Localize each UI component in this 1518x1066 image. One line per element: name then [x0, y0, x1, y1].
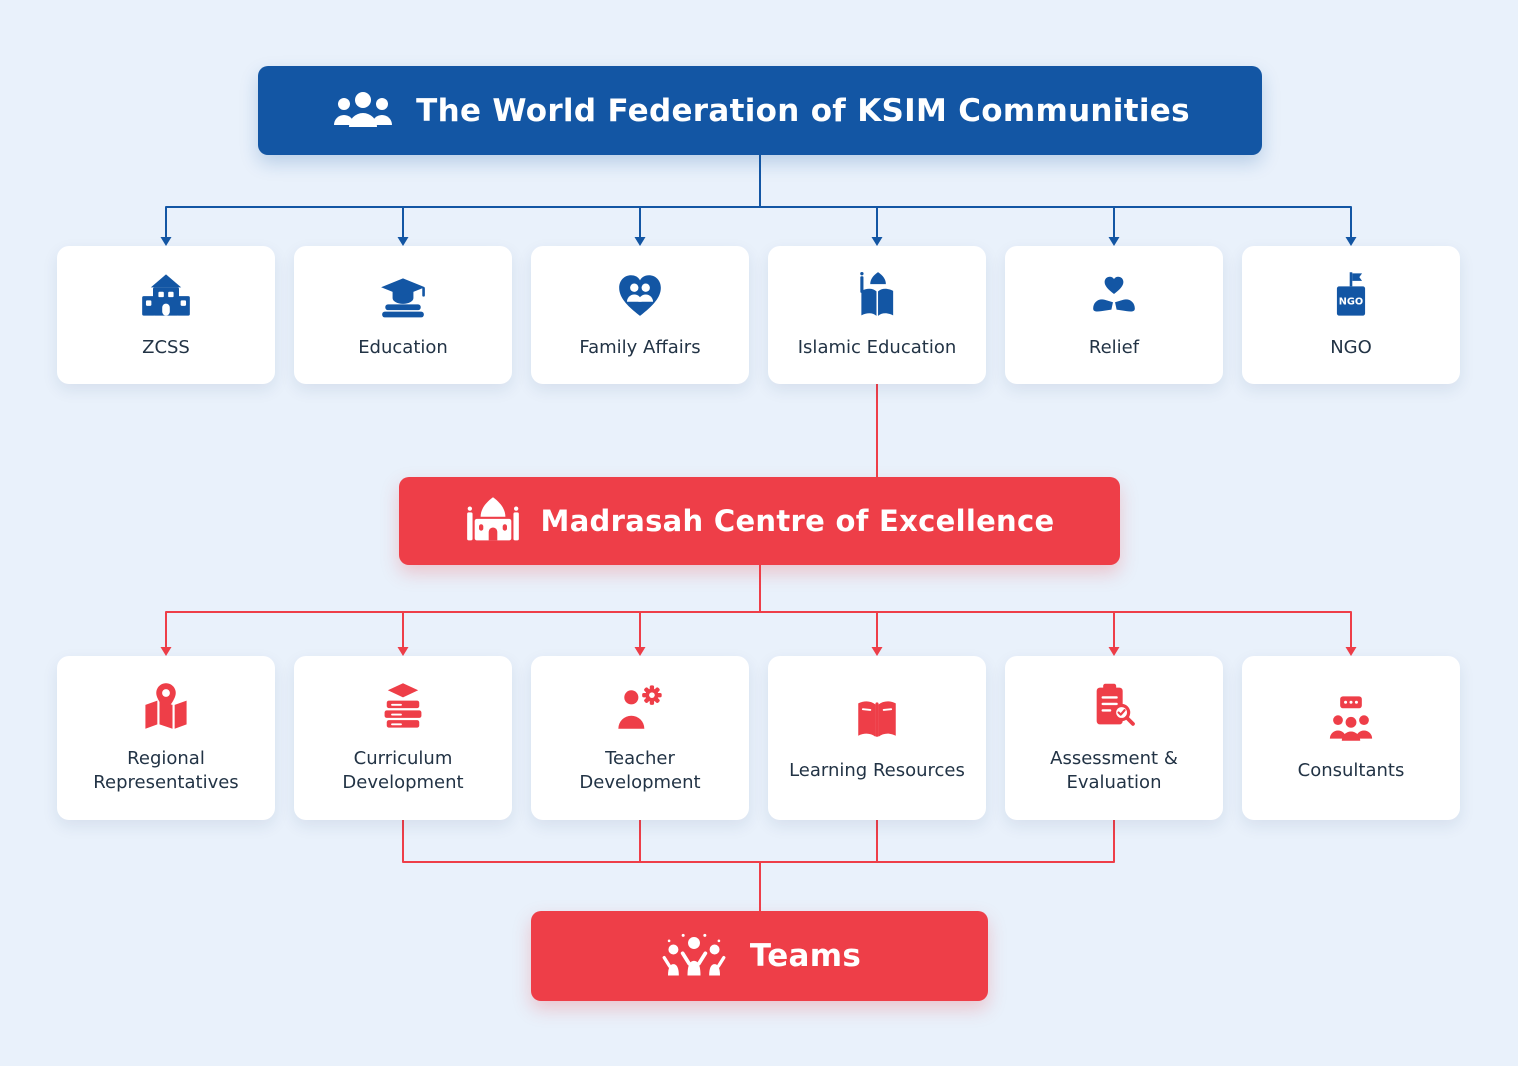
node-label-regional-representatives: Regional Representatives — [93, 747, 239, 793]
ngo-building-flag-icon: NGO — [1336, 272, 1366, 316]
node-ngo: NGO NGO — [1242, 246, 1460, 384]
clipboard-magnifier-icon — [1096, 683, 1135, 726]
node-relief: Relief — [1005, 246, 1223, 384]
node-label-ngo: NGO — [1330, 336, 1372, 358]
node-label-curriculum-development: Curriculum Development — [342, 747, 464, 793]
presenter-group-icon — [1329, 696, 1373, 741]
node-regional-representatives: Regional Representatives — [57, 656, 275, 820]
ngo-icon-text: NGO — [1339, 297, 1363, 308]
hands-heart-icon — [1093, 276, 1135, 312]
root-label: The World Federation of KSIM Communities — [416, 92, 1190, 129]
centre-label: Madrasah Centre of Excellence — [540, 504, 1055, 538]
node-label-consultants: Consultants — [1297, 759, 1405, 781]
school-building-icon — [142, 274, 190, 316]
people-group-icon — [334, 91, 393, 127]
centre-node: Madrasah Centre of Excellence — [399, 477, 1120, 565]
node-curriculum-development: Curriculum Development — [294, 656, 512, 820]
family-heart-icon — [619, 275, 661, 316]
books-graduation-cap-icon — [384, 682, 422, 728]
node-label-islamic-education: Islamic Education — [797, 336, 957, 358]
node-teacher-development: Teacher Development — [531, 656, 749, 820]
node-label-relief: Relief — [1088, 336, 1140, 358]
root-node: The World Federation of KSIM Communities — [258, 66, 1262, 155]
person-gear-icon — [618, 685, 662, 729]
open-book-icon — [858, 701, 896, 737]
node-consultants: Consultants — [1242, 656, 1460, 820]
mosque-open-book-icon — [860, 271, 894, 316]
teams-node: Teams — [531, 911, 988, 1001]
node-education: Education — [294, 246, 512, 384]
node-label-education: Education — [358, 336, 448, 358]
celebration-people-icon — [662, 933, 726, 976]
node-label-learning-resources: Learning Resources — [789, 759, 965, 781]
graduation-cap-books-icon — [381, 278, 425, 318]
node-family-affairs: Family Affairs — [531, 246, 749, 384]
node-label-family-affairs: Family Affairs — [579, 336, 701, 358]
node-label-assessment-evaluation: Assessment & Evaluation — [1050, 747, 1178, 793]
node-learning-resources: Learning Resources — [768, 656, 986, 820]
mosque-icon — [466, 497, 519, 541]
map-pin-icon — [145, 682, 187, 729]
node-assessment-evaluation: Assessment & Evaluation — [1005, 656, 1223, 820]
node-label-zcss: ZCSS — [142, 336, 190, 358]
node-label-teacher-development: Teacher Development — [579, 747, 701, 793]
teams-label: Teams — [749, 938, 862, 974]
node-zcss: ZCSS — [57, 246, 275, 384]
node-islamic-education: Islamic Education — [768, 246, 986, 384]
